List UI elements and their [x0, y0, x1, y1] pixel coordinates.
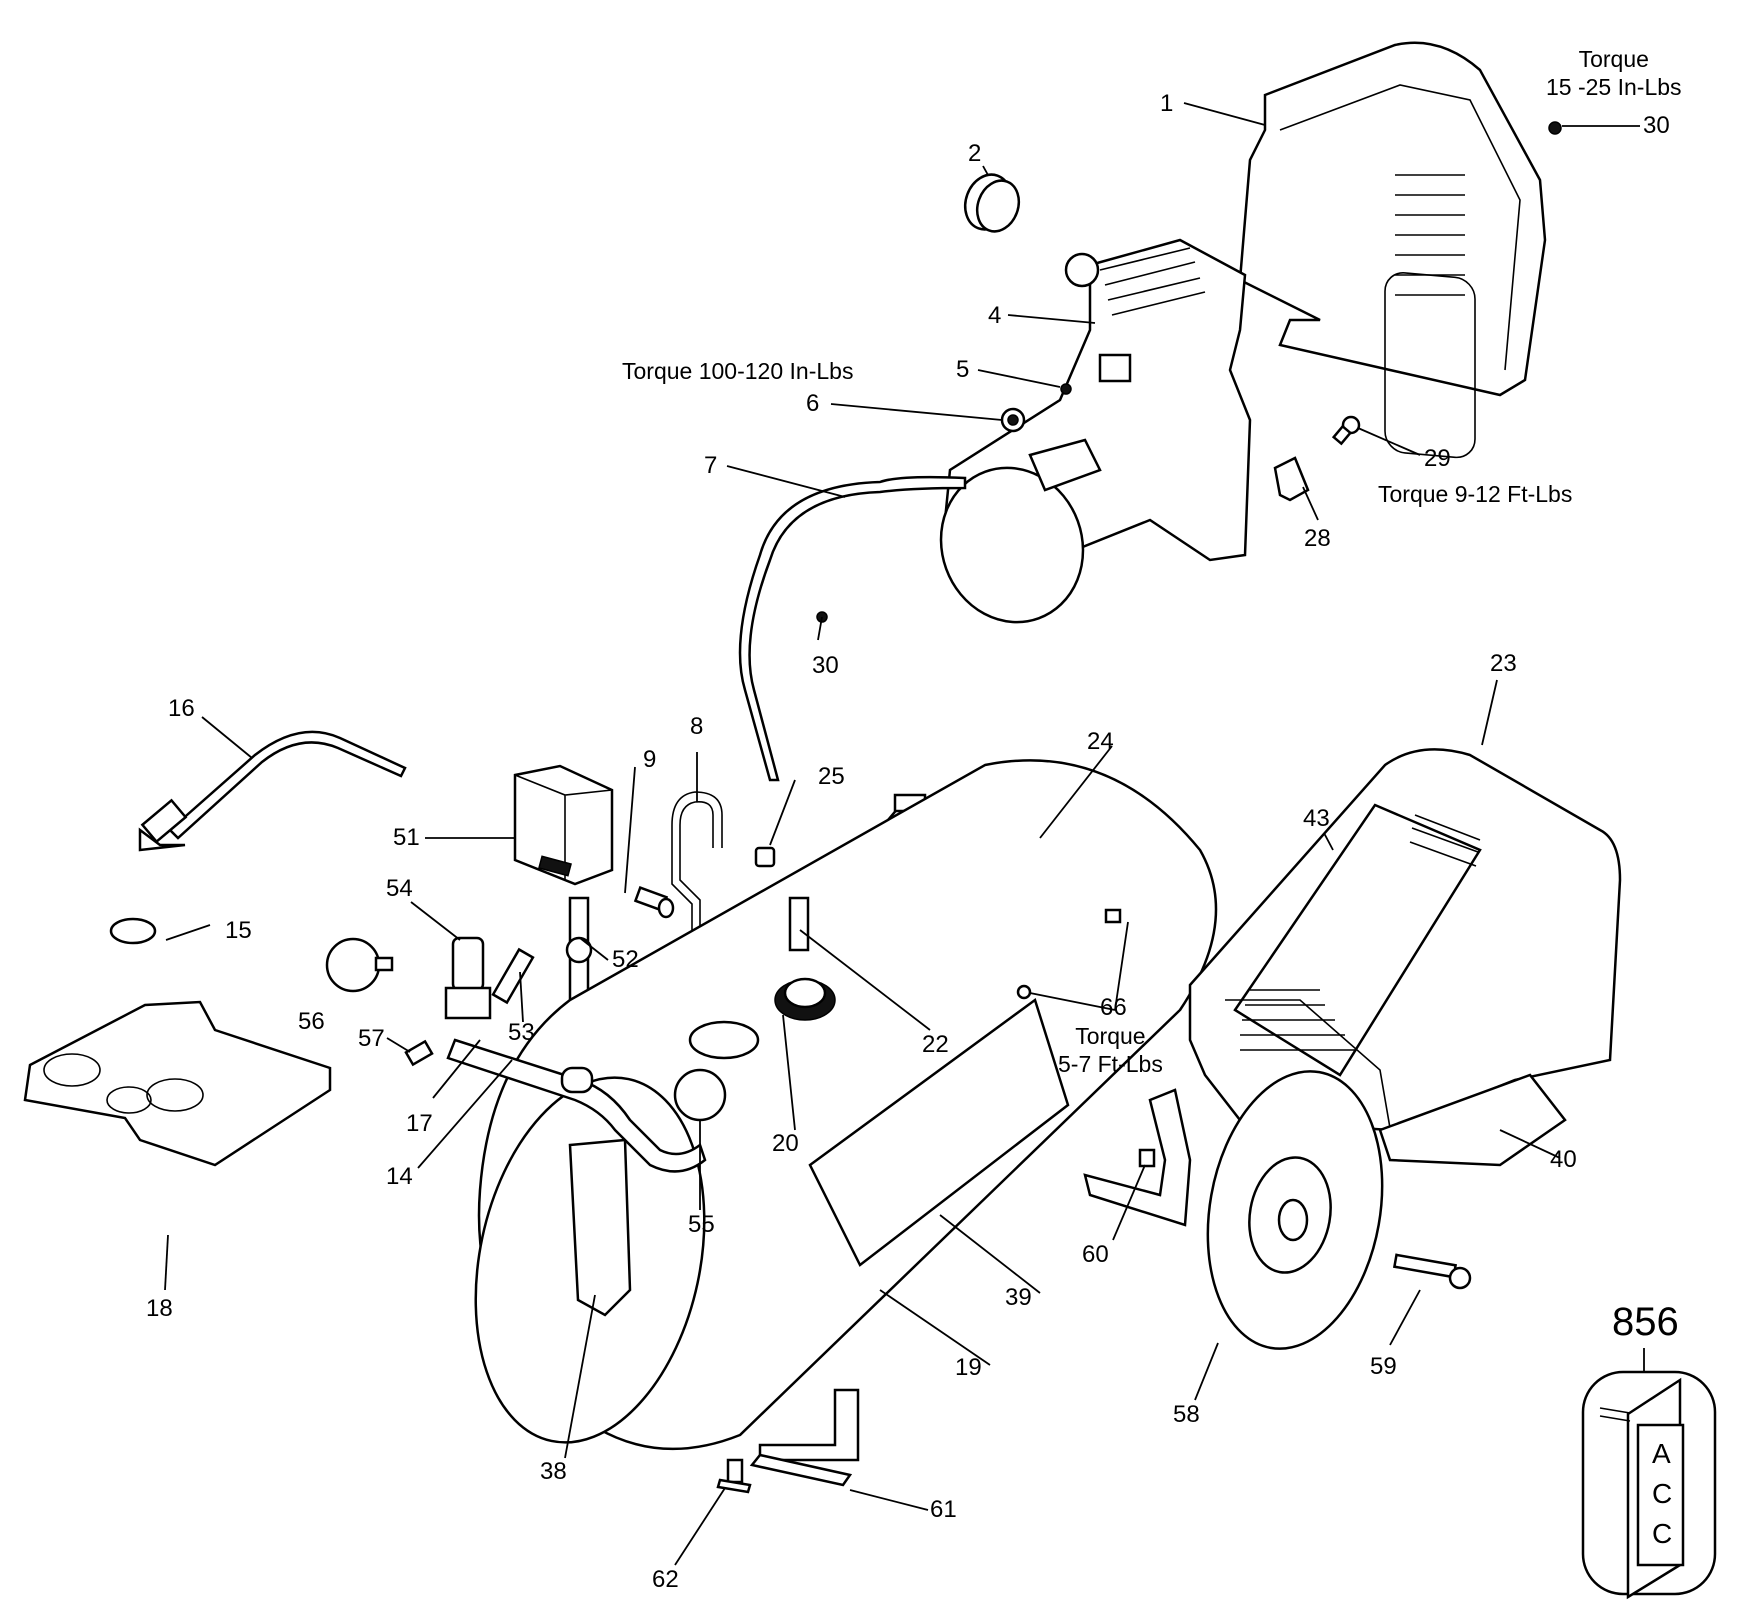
callout-2: 2	[968, 140, 982, 167]
callout-25: 25	[818, 763, 845, 790]
callout-56: 56	[298, 1008, 325, 1035]
torque-note-30-line2: 15 -25 In-Lbs	[1546, 74, 1682, 101]
callout-15: 15	[225, 917, 252, 944]
part-54-regulator	[444, 936, 492, 1020]
callout-1: 1	[1160, 90, 1174, 117]
part-40-base-shroud	[1378, 1073, 1567, 1167]
torque-note-66-line2: 5-7 Ft-Lbs	[1058, 1051, 1163, 1078]
kit-card-letter-3: C	[1652, 1518, 1673, 1549]
part-43-front-shroud	[1188, 748, 1622, 1132]
callout-20: 20	[772, 1130, 799, 1157]
part-7-outlet-tube	[738, 475, 967, 782]
callout-7: 7	[704, 452, 718, 479]
callout-17: 17	[406, 1110, 433, 1137]
part-19-tank	[474, 759, 1218, 1462]
part-56-gauge	[325, 937, 394, 993]
part-9-fitting	[633, 886, 675, 919]
callout-40: 40	[1550, 1146, 1577, 1173]
kit-card-letter-2: C	[1652, 1478, 1673, 1509]
callout-54: 54	[386, 875, 413, 902]
accessory-kit-856	[1581, 1348, 1717, 1600]
callout-39: 39	[1005, 1284, 1032, 1311]
part-8-tube	[671, 791, 723, 962]
kit-card-letter-1: A	[1652, 1438, 1671, 1469]
callout-30-motor: 30	[812, 652, 839, 679]
torque-note-66: Torque 5-7 Ft-Lbs	[1058, 1022, 1163, 1078]
part-16-power-cord	[138, 730, 407, 852]
part-28-isolator	[1273, 456, 1310, 502]
part-30-screw-motor	[816, 611, 828, 641]
callout-52: 52	[612, 946, 639, 973]
part-30-screw-shroud	[1548, 121, 1562, 135]
part-4-pump-motor	[939, 238, 1252, 624]
callout-16: 16	[168, 695, 195, 722]
callout-23: 23	[1490, 650, 1517, 677]
torque-note-29: Torque 9-12 Ft-Lbs	[1378, 480, 1572, 508]
part-5-fitting	[1060, 383, 1072, 395]
part-51-pressure-switch	[513, 764, 614, 886]
leader-lines	[164, 102, 1640, 1566]
callout-19: 19	[955, 1354, 982, 1381]
callout-55: 55	[688, 1211, 715, 1238]
part-2-cap	[963, 173, 1021, 233]
callout-29: 29	[1424, 445, 1451, 472]
callout-43: 43	[1303, 805, 1330, 832]
callout-51: 51	[393, 824, 420, 851]
callout-57: 57	[358, 1025, 385, 1052]
part-15-ring	[109, 917, 157, 945]
callout-58: 58	[1173, 1401, 1200, 1428]
torque-note-30-line1: Torque	[1578, 46, 1649, 72]
callout-66: 66	[1100, 994, 1127, 1021]
callout-18: 18	[146, 1295, 173, 1322]
part-66-screw-clip	[1016, 908, 1122, 1000]
part-25-nut	[754, 846, 776, 868]
callout-30-shroud: 30	[1643, 112, 1670, 139]
part-20-bushing	[774, 977, 836, 1021]
callout-22: 22	[922, 1031, 949, 1058]
part-52-tee-fitting	[565, 896, 593, 1018]
callout-38: 38	[540, 1458, 567, 1485]
part-58-wheel	[1206, 1070, 1384, 1350]
part-53-nipple	[491, 947, 535, 1005]
part-1-rear-shroud	[1238, 41, 1547, 459]
part-59-axle-bolt	[1392, 1253, 1472, 1290]
part-57-coupler	[404, 1039, 434, 1067]
torque-note-6-line1: Torque 100-120 In-Lbs	[622, 358, 854, 384]
part-22-check-valve	[788, 896, 810, 952]
torque-note-29-line1: Torque 9-12 Ft-Lbs	[1378, 481, 1573, 507]
callout-24: 24	[1087, 728, 1114, 755]
callout-8: 8	[690, 713, 704, 740]
torque-note-66-line1: Torque	[1075, 1023, 1146, 1049]
callout-4: 4	[988, 302, 1002, 329]
part-bracket	[1083, 1088, 1192, 1227]
torque-note-6: Torque 100-120 In-Lbs	[622, 357, 853, 385]
part-14-handle	[446, 1038, 707, 1173]
part-29-bolt	[1331, 415, 1361, 446]
accessory-kit-number: 856	[1612, 1300, 1679, 1344]
part-62-drain-valve	[716, 1458, 752, 1494]
part-tank-plate	[688, 1020, 760, 1060]
callout-59: 59	[1370, 1353, 1397, 1380]
torque-note-30: Torque 15 -25 In-Lbs	[1546, 45, 1682, 101]
callout-6: 6	[806, 390, 820, 417]
part-6-nut	[1000, 407, 1026, 433]
part-61-foot-pad	[749, 1453, 853, 1487]
callout-28: 28	[1304, 525, 1331, 552]
part-55-tank-gauge	[673, 1068, 727, 1122]
part-18-storage-tray	[23, 1000, 332, 1167]
callout-60: 60	[1082, 1241, 1109, 1268]
callout-9: 9	[643, 746, 657, 773]
callout-53: 53	[508, 1019, 535, 1046]
part-60-nut	[1138, 1148, 1156, 1168]
callout-5: 5	[956, 356, 970, 383]
callout-14: 14	[386, 1163, 413, 1190]
callout-61: 61	[930, 1496, 957, 1523]
callout-62: 62	[652, 1566, 679, 1593]
